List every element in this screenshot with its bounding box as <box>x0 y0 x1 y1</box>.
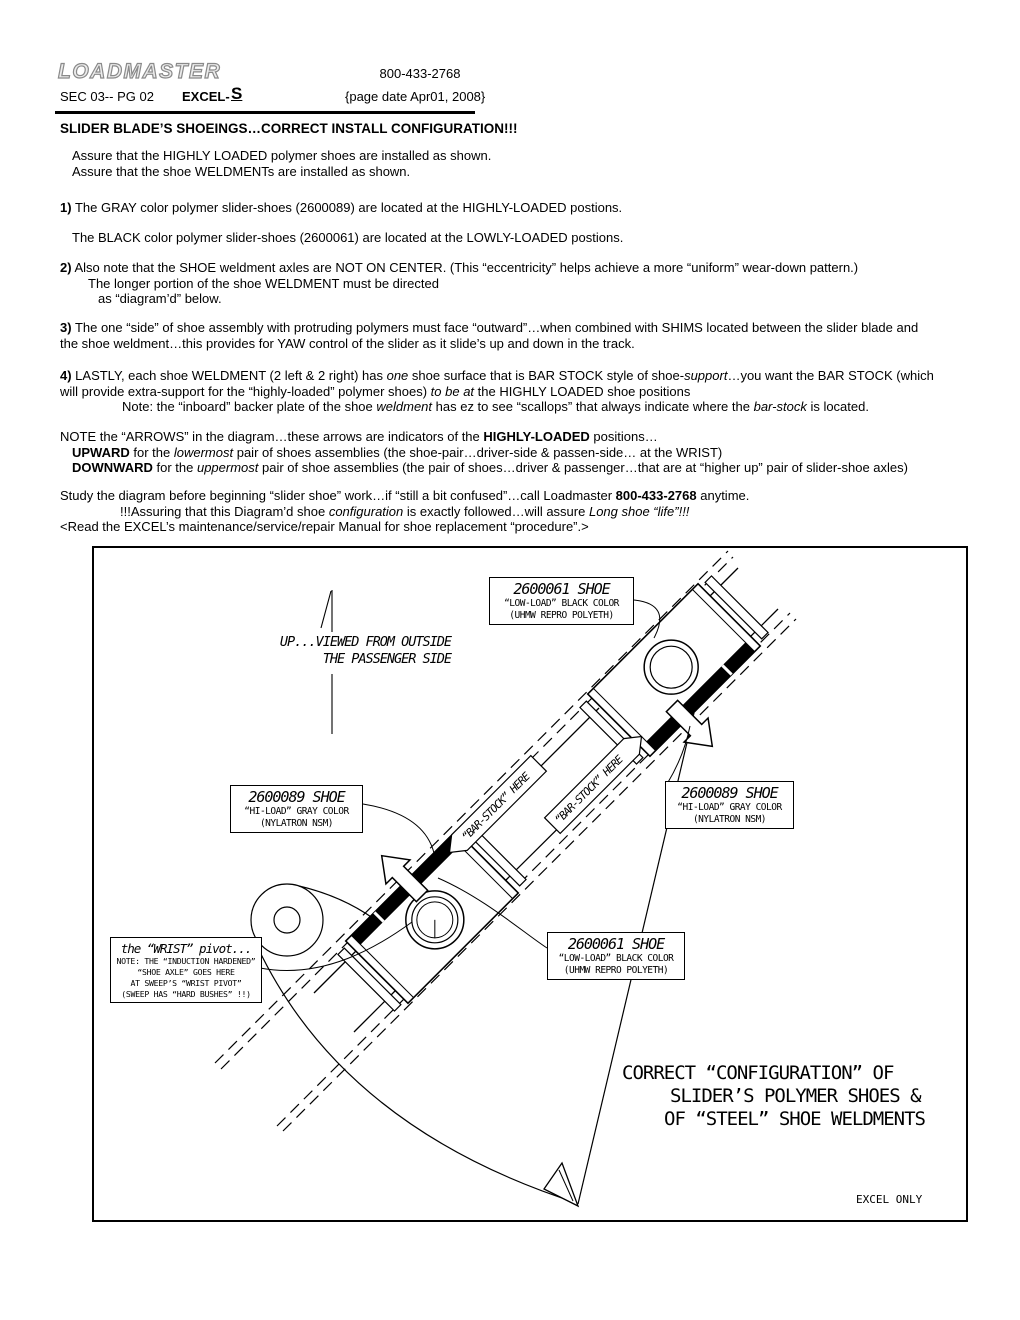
header-rule <box>55 111 475 114</box>
load-arrows <box>380 699 714 903</box>
phone-number: 800-433-2768 <box>379 66 461 81</box>
barstock-label-lower: “BAR-STOCK” HERE <box>448 754 548 854</box>
excel-label: EXCEL- <box>182 89 230 104</box>
svg-text:“BAR-STOCK” HERE: “BAR-STOCK” HERE <box>552 753 626 827</box>
downward-load-arrow <box>665 699 714 748</box>
item-2-line-3: as “diagram’d” below. <box>98 291 222 306</box>
blade-tip <box>543 1161 580 1208</box>
page-title: SLIDER BLADE’S SHOEINGS…CORRECT INSTALL … <box>60 121 518 136</box>
assure-line-2: Assure that the shoe WELDMENTs are insta… <box>72 163 411 179</box>
callout-wrist-pivot: the “WRIST” pivot... NOTE: THE “INDUCTIO… <box>110 937 262 1003</box>
excel-model-letter: S <box>231 84 243 103</box>
leader-mid-callout <box>437 877 548 949</box>
leader-wrist-callout <box>259 921 413 971</box>
arrows-note-upward: UPWARD for the lowermost pair of shoes a… <box>72 444 723 460</box>
up-view-note: UP...VIEWED FROM OUTSIDE THE PASSENGER S… <box>279 634 452 667</box>
item-3-line-1: 3) The one “side” of shoe assembly with … <box>60 320 919 335</box>
item-4-line-1: 4) LASTLY, each shoe WELDMENT (2 left & … <box>60 368 934 383</box>
study-paragraph: Study the diagram before beginning “slid… <box>60 488 749 535</box>
study-line-2: !!!Assuring that this Diagram’d shoe con… <box>120 503 690 519</box>
item-1: 1) The GRAY color polymer slider-shoes (… <box>60 200 622 216</box>
leader-top-callout <box>633 599 661 639</box>
page-date: {page date Apr01, 2008} <box>345 89 486 104</box>
sweep-hole <box>273 906 301 934</box>
item-1-line: 1) The GRAY color polymer slider-shoes (… <box>60 200 623 215</box>
callout-right-2600089: 2600089 SHOE “HI-LOAD” GRAY COLOR (NYLAT… <box>665 781 794 829</box>
diagram-linework: “BAR-STOCK” HERE “BAR-STOCK” HERE <box>214 550 797 1208</box>
callout-top-2600061: 2600061 SHOE “LOW-LOAD” BLACK COLOR (UHM… <box>489 577 634 625</box>
item-1b-line: The BLACK color polymer slider-shoes (26… <box>72 230 624 245</box>
diagram-title: CORRECT “CONFIGURATION” OF SLIDER’S POLY… <box>622 1062 926 1130</box>
loadmaster-logo: LOADMASTER <box>57 59 222 83</box>
item-4-note: Note: the “inboard” backer plate of the … <box>122 399 869 414</box>
leader-lines <box>259 599 691 971</box>
item-4-line-2: will provide extra-support for the “high… <box>60 383 691 399</box>
arrows-note-downward: DOWNWARD for the uppermost pair of shoe … <box>72 460 908 475</box>
arrows-note-line-1: NOTE the “ARROWS” in the diagram…these a… <box>60 429 658 444</box>
item-2-line-1: 2) Also note that the SHOE weldment axle… <box>60 260 859 275</box>
up-reference-arrow <box>320 590 333 734</box>
upper-shoe-axle <box>643 639 699 695</box>
item-2: 2) Also note that the SHOE weldment axle… <box>60 260 858 307</box>
item-2-line-2: The longer portion of the shoe WELDMENT … <box>88 275 439 291</box>
leader-left-callout <box>362 803 435 854</box>
svg-text:“BAR-STOCK” HERE: “BAR-STOCK” HERE <box>459 770 533 844</box>
sweep-arm <box>250 712 695 1205</box>
assure-paragraph: Assure that the HIGHLY LOADED polymer sh… <box>72 148 491 179</box>
leader-right-callout <box>666 725 691 785</box>
callout-mid-2600061: 2600061 SHOE “LOW-LOAD” BLACK COLOR (UHM… <box>547 932 685 980</box>
item-3: 3) The one “side” of shoe assembly with … <box>60 320 918 351</box>
section-page-label: SEC 03-- PG 02 <box>60 89 154 104</box>
item-1b: The BLACK color polymer slider-shoes (26… <box>72 230 623 246</box>
arrows-note: NOTE the “ARROWS” in the diagram…these a… <box>60 429 908 476</box>
study-line-3: <Read the EXCEL’s maintenance/service/re… <box>60 519 589 534</box>
excel-only-label: EXCEL ONLY <box>856 1193 923 1206</box>
upward-load-arrow <box>380 854 429 903</box>
lower-shoe-assembly <box>337 822 527 1012</box>
item-3-line-2: the shoe weldment…this provides for YAW … <box>60 335 635 351</box>
assure-line-1: Assure that the HIGHLY LOADED polymer sh… <box>72 148 492 163</box>
item-4: 4) LASTLY, each shoe WELDMENT (2 left & … <box>60 368 934 415</box>
study-line-1: Study the diagram before beginning “slid… <box>60 488 750 503</box>
callout-left-2600089: 2600089 SHOE “HI-LOAD” GRAY COLOR (NYLAT… <box>230 785 363 833</box>
diagram-frame: “BAR-STOCK” HERE “BAR-STOCK” HERE UP...V… <box>92 546 968 1222</box>
